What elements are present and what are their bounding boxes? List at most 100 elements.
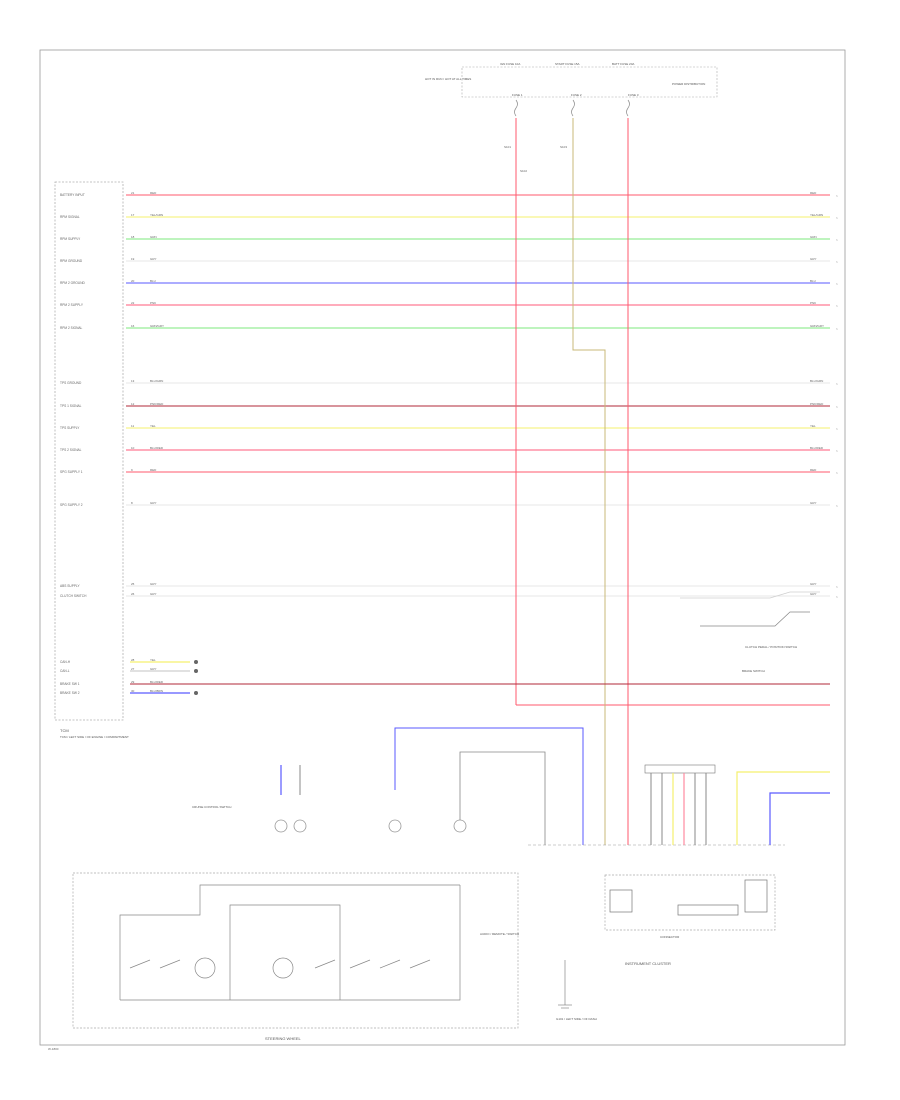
wire-end-marker: > bbox=[836, 449, 838, 453]
top-fuse-area: HOT IN RUN / HOT AT ALL TIMES POWER DIST… bbox=[425, 62, 718, 173]
pin-number: 10 bbox=[131, 446, 135, 450]
fuse-3-symbol bbox=[626, 99, 630, 117]
wire-color-code: GRY bbox=[150, 257, 156, 261]
fuse-box-label: HOT IN RUN / HOT AT ALL TIMES bbox=[425, 77, 471, 81]
wire-color-code-right: RED bbox=[810, 468, 817, 472]
ground-note: TCM / LEFT SIDE / OF ENGINE / COMPARTMEN… bbox=[60, 735, 129, 739]
fuse-3-sub: FUSE 3 bbox=[628, 93, 639, 97]
pin-number: 29 bbox=[131, 680, 135, 684]
wire-end-marker: > bbox=[836, 282, 838, 286]
pin-number: 20 bbox=[131, 279, 135, 283]
switch-4-icon bbox=[453, 819, 467, 833]
clutch-switch: CLUTCH PEDAL / POSITION SWITCH BRAKE SWI… bbox=[680, 591, 820, 673]
pin-name: BATTERY INPUT bbox=[60, 193, 85, 197]
wire-color-code-right: PNK/RED bbox=[810, 402, 824, 406]
pin-name: TPS SUPPLY bbox=[60, 426, 80, 430]
pin-number: 17 bbox=[131, 213, 135, 217]
pin-name: RPM GROUND bbox=[60, 259, 83, 263]
wire-color-code: BLU/RED bbox=[150, 680, 164, 684]
splice-s102: S102 bbox=[520, 169, 527, 173]
steering-label: STEERING WHEEL bbox=[265, 1036, 302, 1041]
pin-number: 12 bbox=[131, 402, 135, 406]
wire-end-marker: > bbox=[836, 427, 838, 431]
pin-name: CAN-L bbox=[60, 669, 70, 673]
wire-color-code: BLU/GRN bbox=[150, 379, 163, 383]
pin-name: SPG SUPPLY 1 bbox=[60, 470, 83, 474]
wire-color-code: PNK bbox=[150, 301, 156, 305]
cluster-label: INSTRUMENT CLUSTER bbox=[625, 961, 671, 966]
fuse-3-label: BATT FUSE 20A bbox=[612, 62, 634, 66]
wire-end-marker: > bbox=[836, 405, 838, 409]
svg-text:TCM: TCM bbox=[60, 728, 69, 733]
wire-end-marker: > bbox=[836, 304, 838, 308]
wire-color-code: RED bbox=[150, 191, 157, 195]
pin-name: BRAKE SW 2 bbox=[60, 691, 80, 695]
fuse-2-sub: FUSE 2 bbox=[571, 93, 582, 97]
tcm-module-label: TCM TCM / LEFT SIDE / OF ENGINE / COMPAR… bbox=[60, 728, 129, 739]
wire-color-code: GRN/GRY bbox=[150, 324, 164, 328]
pin-name: CLUTCH SWITCH bbox=[60, 594, 87, 598]
fuse-2-label: START FUSE 15A bbox=[555, 62, 580, 66]
wire-color-code: PNK/RED bbox=[150, 402, 164, 406]
wire-color-code: BLU/RED bbox=[150, 446, 164, 450]
wire-olive-fuse2 bbox=[572, 118, 606, 845]
wire-yellow-right bbox=[736, 771, 830, 845]
wire-color-code-right: GRN bbox=[810, 235, 817, 239]
pin-name: CAN-H bbox=[60, 660, 71, 664]
tcm-module-box bbox=[54, 181, 124, 721]
pin-number: 21 bbox=[131, 191, 135, 195]
pin-number: 30 bbox=[131, 689, 135, 693]
pin-number: 16 bbox=[131, 324, 135, 328]
wire-color-code-right: GRN/GRY bbox=[810, 324, 824, 328]
wire-end-marker: > bbox=[836, 585, 838, 589]
wire-end-marker: > bbox=[836, 216, 838, 220]
pin-row: RPM GROUND 19 GRY GRY > bbox=[60, 257, 838, 264]
splice-s101: S101 bbox=[504, 145, 511, 149]
page-frame bbox=[39, 49, 846, 1046]
switch-1-icon bbox=[274, 819, 288, 833]
wire-blue-right bbox=[769, 792, 830, 845]
wire-end-marker: > bbox=[836, 471, 838, 475]
wire-color-code-right: BLU/GRN bbox=[810, 379, 823, 383]
fuse-box-right-label: POWER DISTRIBUTION bbox=[672, 82, 705, 86]
instrument-cluster: INSTRUMENT CLUSTER CONNECTOR bbox=[528, 764, 785, 966]
wire-end-marker: > bbox=[836, 194, 838, 198]
pin-number: 9 bbox=[131, 468, 133, 472]
wire-color-code-right: GRY bbox=[810, 582, 816, 586]
wire-color-code: GRY bbox=[150, 592, 156, 596]
left-switch-label: CRUISE CONTROL SWITCH bbox=[192, 805, 231, 809]
wire-color-code-right: YEL bbox=[810, 424, 816, 428]
pin-name: RPM 2 SUPPLY bbox=[60, 303, 84, 307]
svg-text:CLUTCH PEDAL / POSITION SWITCH: CLUTCH PEDAL / POSITION SWITCH bbox=[745, 645, 797, 649]
fuse-1-sub: FUSE 1 bbox=[512, 93, 523, 97]
pin-name: ABS SUPPLY bbox=[60, 584, 80, 588]
brake-connector bbox=[194, 691, 198, 695]
wire-blue-upper bbox=[394, 727, 584, 845]
pin-number: 22 bbox=[131, 301, 135, 305]
switch-2-icon bbox=[293, 819, 307, 833]
wire-end-marker: > bbox=[836, 260, 838, 264]
fuse-2-symbol bbox=[571, 99, 575, 117]
pin-number: 19 bbox=[131, 257, 135, 261]
pin-number: 26 bbox=[131, 592, 135, 596]
pin-number: 25 bbox=[131, 582, 135, 586]
splice-s103: S103 bbox=[560, 145, 567, 149]
wire-color-code-right: GRY bbox=[810, 257, 816, 261]
pin-number: 8 bbox=[131, 501, 133, 505]
can-connector-1 bbox=[194, 660, 198, 664]
pin-name: RPM 2 SIGNAL bbox=[60, 326, 83, 330]
